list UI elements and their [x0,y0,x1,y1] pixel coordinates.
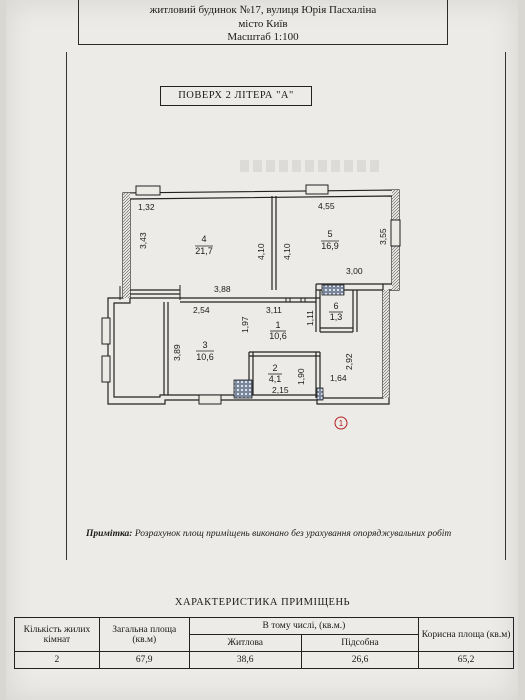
room-2-number: 2 [272,363,277,373]
header-address: житловий будинок №17, вулиця Юрія Пасхал… [149,4,377,16]
value-auxiliary: 26,6 [300,651,420,669]
dim-3-88: 3,88 [214,284,231,294]
note-label: Примітка: [86,529,133,539]
room-labels: 4 21,7 5 16,9 6 1,3 1 10,6 3 10,6 2 4,1 [195,229,343,384]
shaft-grid [321,284,345,296]
value-total-area: 67,9 [98,651,190,669]
dimension-labels: 1,32 4,55 3,43 4,10 4,10 3,55 3,00 3,88 … [138,201,388,395]
dim-3-55: 3,55 [378,228,388,245]
dim-2-92: 2,92 [344,353,354,370]
dim-3-43: 3,43 [138,232,148,249]
dim-1-64: 1,64 [330,373,347,383]
room-4-number: 4 [201,234,206,244]
room-3-number: 3 [202,340,207,350]
room-1-area: 10,6 [269,331,287,341]
value-useful-area: 65,2 [418,651,514,669]
table-row: 2 67,9 38,6 26,6 65,2 [14,651,514,669]
header-stamp: житловий будинок №17, вулиця Юрія Пасхал… [78,0,448,45]
stair-grid [316,387,324,401]
value-rooms-count: 2 [14,651,100,669]
characteristics-table: Кількість жилих кімнат Загальна площа (к… [14,617,514,669]
room-5-number: 5 [327,229,332,239]
document-page [6,0,518,700]
characteristics-title: ХАРАКТЕРИСТИКА ПРИМІЩЕНЬ [174,597,351,608]
dim-2-15: 2,15 [272,385,289,395]
room-5-area: 16,9 [321,241,339,251]
bath-grid [233,379,253,399]
door-marks [119,285,306,302]
dim-1-90: 1,90 [296,368,306,385]
floor-title: ПОВЕРХ 2 ЛІТЕРА "А" [160,86,312,106]
room-6-number: 6 [333,301,338,311]
dim-3-89: 3,89 [172,344,182,361]
table-row: Кількість жилих кімнат Загальна площа (к… [14,617,514,652]
note-line: Примітка: Розрахунок площ приміщень вико… [86,529,451,539]
window-marks [101,184,401,405]
dim-1-11: 1,11 [305,310,315,326]
dim-3-00: 3,00 [346,266,363,276]
entry-mark-label: 1 [339,419,344,428]
header-useful-area: Корисна площа (кв.м) [418,617,514,652]
room-6-area: 1,3 [330,312,343,322]
header-city: місто Київ [238,18,288,30]
table-row: Житлова Підсобна [15,634,514,652]
page-border [66,52,506,560]
header-living: Житлова [188,634,302,652]
dim-4-10-right: 4,10 [282,243,292,260]
dim-3-11: 3,11 [266,305,282,315]
note-text: Розрахунок площ приміщень виконано без у… [132,529,452,539]
dim-2-54: 2,54 [193,305,210,315]
room-2-area: 4,1 [269,374,282,384]
header-scale: Масштаб 1:100 [227,31,299,43]
room-3-area: 10,6 [196,352,214,362]
room-1-number: 1 [275,320,280,330]
bleed-through-decoration [240,160,380,172]
room-4-area: 21,7 [195,246,213,256]
header-total-area: Загальна площа (кв.м) [98,617,190,652]
header-auxiliary: Підсобна [300,634,420,652]
value-living: 38,6 [188,651,302,669]
header-rooms-count: Кількість жилих кімнат [14,617,100,652]
dim-4-10-left: 4,10 [256,243,266,260]
dim-1-32: 1,32 [138,202,155,212]
header-including: В тому числі, (кв.м.) [188,617,420,635]
dim-1-97: 1,97 [240,316,250,333]
entry-circle [334,416,348,430]
dim-4-55: 4,55 [318,201,335,211]
